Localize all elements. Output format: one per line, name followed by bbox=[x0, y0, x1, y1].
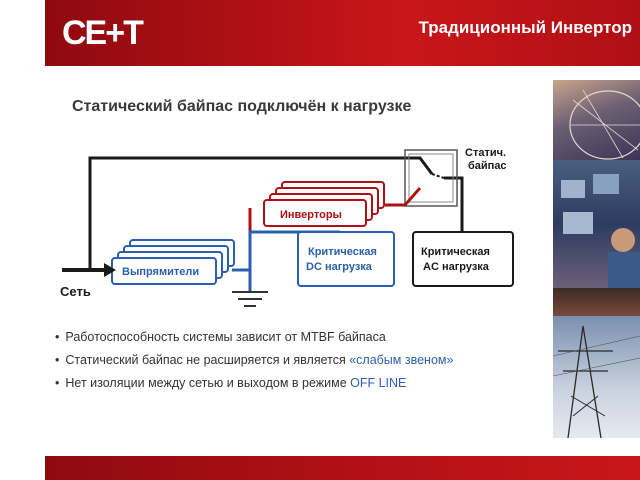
footer-bar bbox=[45, 456, 640, 480]
bullet-list: Работоспособность системы зависит от MTB… bbox=[55, 330, 453, 399]
dc-load-box bbox=[297, 231, 395, 287]
slide-title: Статический байпас подключён к нагрузке bbox=[72, 98, 412, 115]
static-bypass-box bbox=[404, 149, 458, 207]
power-tower-photo bbox=[553, 316, 640, 438]
control-room-photo bbox=[553, 288, 640, 316]
inverter-output-line bbox=[385, 187, 422, 207]
dc-load-label-1: Критическая bbox=[308, 246, 377, 258]
inverters-box bbox=[263, 199, 367, 227]
header-title: Традиционный Инвертор bbox=[418, 18, 632, 37]
rectifiers-label: Выпрямители bbox=[122, 266, 199, 278]
inverters-label: Инверторы bbox=[280, 209, 342, 221]
bullet-item: Нет изоляции между сетью и выходом в реж… bbox=[55, 376, 453, 390]
ac-load-label-1: Критическая bbox=[421, 246, 490, 258]
photo-strip bbox=[553, 80, 640, 438]
mains-arrow-icon bbox=[104, 263, 116, 277]
bullet-3-highlight: OFF LINE bbox=[350, 376, 407, 390]
company-logo: CE+T bbox=[62, 14, 144, 52]
mains-bypass-line bbox=[88, 156, 434, 270]
operators-photo bbox=[553, 160, 640, 288]
bullet-1: Работоспособность системы зависит от MTB… bbox=[65, 330, 386, 344]
bullet-2-text: Статический байпас не расширяется и явля… bbox=[65, 353, 350, 367]
ac-load-label-2: AC нагрузка bbox=[423, 261, 490, 273]
header-bar bbox=[45, 0, 640, 66]
mains-label: Сеть bbox=[60, 284, 91, 299]
dc-bus-line bbox=[232, 230, 340, 272]
dc-load-label-2: DC нагрузка bbox=[306, 261, 373, 273]
bullet-3-text: Нет изоляции между сетью и выходом в реж… bbox=[65, 376, 351, 390]
ac-load-box bbox=[412, 231, 514, 287]
bullet-2-highlight: «слабым звеном» bbox=[349, 353, 454, 367]
satellite-dish-photo bbox=[553, 80, 640, 160]
ground-icon bbox=[232, 291, 268, 307]
static-bypass-label-2: байпас bbox=[468, 160, 507, 172]
static-bypass-label-1: Статич. bbox=[465, 147, 506, 159]
bullet-item: Работоспособность системы зависит от MTB… bbox=[55, 330, 453, 344]
bullet-item: Статический байпас не расширяется и явля… bbox=[55, 353, 453, 367]
